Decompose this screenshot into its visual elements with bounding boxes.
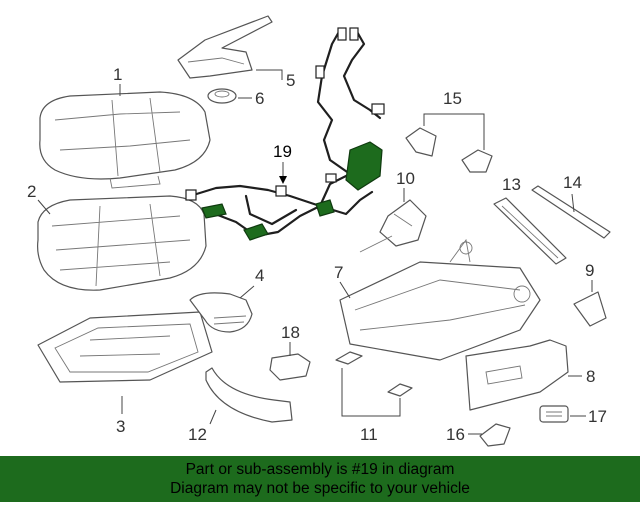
callout-2: 2 xyxy=(27,182,36,201)
part-12-trim-strip[interactable] xyxy=(205,367,293,423)
part-2-cushion-cover[interactable] xyxy=(37,195,207,291)
part-4-grommet[interactable] xyxy=(189,292,253,333)
callout-15: 15 xyxy=(443,89,462,108)
part-16-clip[interactable] xyxy=(479,423,511,447)
notice-banner: Part or sub-assembly is #19 in diagram D… xyxy=(0,456,640,502)
callout-11: 11 xyxy=(360,425,378,444)
part-18-module[interactable] xyxy=(269,353,311,381)
part-8-side-shield[interactable] xyxy=(465,339,569,411)
callout-16: 16 xyxy=(446,425,465,444)
part-9-cover[interactable] xyxy=(573,291,607,327)
part-17-switch[interactable] xyxy=(539,405,569,423)
banner-line-1: Part or sub-assembly is #19 in diagram xyxy=(185,461,455,478)
callout-3: 3 xyxy=(116,417,125,436)
callout-19: 19 xyxy=(273,142,292,161)
callout-12: 12 xyxy=(188,425,207,444)
part-5-bracket[interactable] xyxy=(177,15,273,79)
part-6-knob[interactable] xyxy=(207,88,237,104)
callout-9: 9 xyxy=(585,261,594,280)
callout-13: 13 xyxy=(502,175,521,194)
banner-line-2: Diagram may not be specific to your vehi… xyxy=(170,480,470,497)
callout-4: 4 xyxy=(255,266,264,285)
part-15-brackets[interactable] xyxy=(405,127,493,173)
callout-17: 17 xyxy=(588,407,607,426)
part-19-wire-harness[interactable] xyxy=(185,27,385,241)
part-1-seat-cushion[interactable] xyxy=(39,91,211,189)
part-11-brackets[interactable] xyxy=(335,351,413,397)
part-7-seat-frame[interactable] xyxy=(339,238,541,361)
callout-8: 8 xyxy=(586,367,595,386)
part-10-recliner[interactable] xyxy=(359,199,427,253)
part-13-rail[interactable] xyxy=(493,197,567,265)
parts-diagram: 1 2 3 4 5 6 7 8 xyxy=(27,15,611,447)
part-14-strip[interactable] xyxy=(531,185,611,239)
callout-14: 14 xyxy=(563,173,582,192)
callout-1: 1 xyxy=(113,65,122,84)
callout-5: 5 xyxy=(286,71,295,90)
callout-18: 18 xyxy=(281,323,300,342)
part-3-bottom-cover[interactable] xyxy=(37,311,213,383)
callout-10: 10 xyxy=(396,169,415,188)
callout-7: 7 xyxy=(334,263,343,282)
callout-6: 6 xyxy=(255,89,264,108)
